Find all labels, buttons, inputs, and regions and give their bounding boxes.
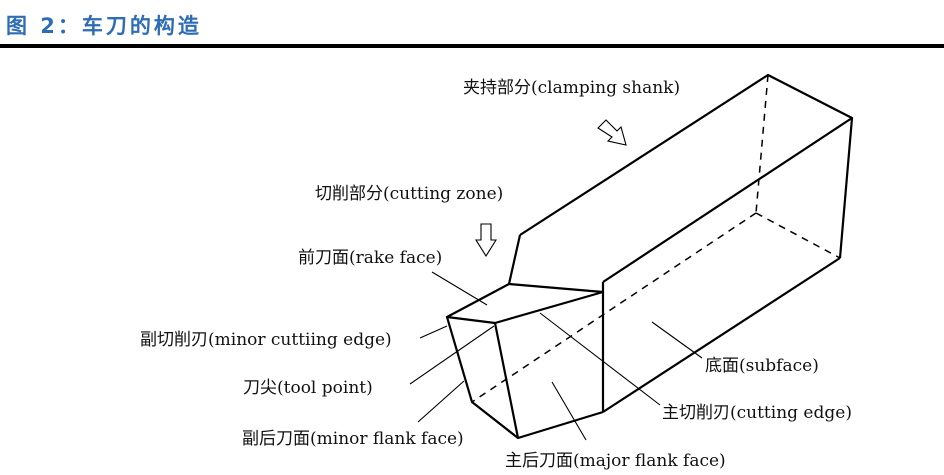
tool-body: [445, 73, 854, 440]
label-subface: 底面(subface): [705, 356, 819, 376]
label-minor-cutting-edge: 副切削刃(minor cuttiing edge): [140, 330, 392, 350]
arrow-clamping-icon: [597, 119, 627, 146]
label-minor-flank-face: 副后刀面(minor flank face): [242, 429, 464, 449]
label-clamping-shank: 夹持部分(clamping shank): [463, 78, 680, 98]
label-tool-point: 刀尖(tool point): [243, 378, 373, 398]
title-divider: [0, 44, 944, 48]
label-rake-face: 前刀面(rake face): [298, 248, 442, 268]
label-cutting-zone: 切削部分(cutting zone): [315, 184, 503, 204]
label-major-flank-face: 主后刀面(major flank face): [505, 451, 726, 471]
arrow-cutting-icon: [475, 223, 497, 258]
leader-lines: [409, 271, 703, 441]
label-cutting-edge: 主切削刃(cutting edge): [662, 403, 852, 423]
figure-title: 图 2：车刀的构造: [6, 14, 202, 38]
